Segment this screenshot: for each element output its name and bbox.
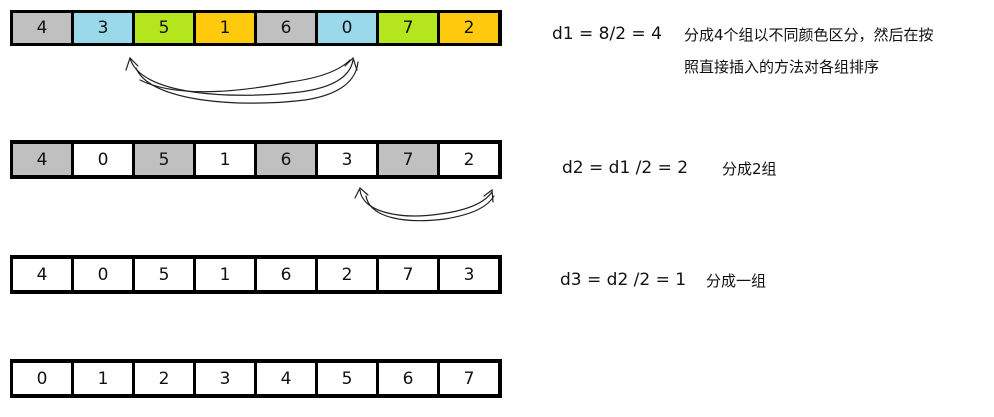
- array-cell: 2: [318, 259, 376, 290]
- array-cell: 7: [379, 259, 437, 290]
- array-cell: 6: [257, 259, 315, 290]
- d1-note-line-1: 分成4个组以不同颜色区分，然后在按: [684, 26, 934, 44]
- array-cell: 4: [257, 363, 315, 394]
- d1-note-line-2: 照直接插入的方法对各组排序: [684, 58, 880, 76]
- array-cell: 4: [13, 259, 71, 290]
- array-cell: 2: [135, 363, 193, 394]
- d2-label: d2 = d1 /2 = 2: [562, 158, 689, 178]
- d3-note: 分成一组: [706, 272, 767, 290]
- array-cell: 0: [74, 144, 132, 175]
- array-cell: 3: [196, 363, 254, 394]
- array-cell: 6: [257, 13, 315, 43]
- d2-note: 分成2组: [722, 160, 777, 178]
- array-cell: 1: [196, 259, 254, 290]
- array-cell: 1: [74, 363, 132, 394]
- array-cell: 2: [440, 144, 498, 175]
- array-cell: 3: [74, 13, 132, 43]
- array-cell: 2: [440, 13, 498, 43]
- d3-label: d3 = d2 /2 = 1: [560, 270, 687, 290]
- array-cell: 5: [318, 363, 376, 394]
- array-cell: 7: [440, 363, 498, 394]
- array-cell: 1: [196, 13, 254, 43]
- swap-arrow-d2: [354, 187, 495, 222]
- array-cell: 7: [379, 13, 437, 43]
- array-cell: 6: [379, 363, 437, 394]
- array-cell: 3: [440, 259, 498, 290]
- array-cell: 0: [13, 363, 71, 394]
- array-cell: 7: [379, 144, 437, 175]
- array-cell: 0: [74, 259, 132, 290]
- array-cell: 5: [135, 144, 193, 175]
- array-cell: 3: [318, 144, 376, 175]
- array-cell: 1: [196, 144, 254, 175]
- array-cell: 6: [257, 144, 315, 175]
- array-cell: 4: [13, 13, 71, 43]
- swap-arrow-d1: [125, 56, 359, 104]
- array-cell: 5: [135, 13, 193, 43]
- array-cell: 4: [13, 144, 71, 175]
- array-cell: 5: [135, 259, 193, 290]
- array-cell: 0: [318, 13, 376, 43]
- d1-label: d1 = 8/2 = 4: [552, 24, 662, 44]
